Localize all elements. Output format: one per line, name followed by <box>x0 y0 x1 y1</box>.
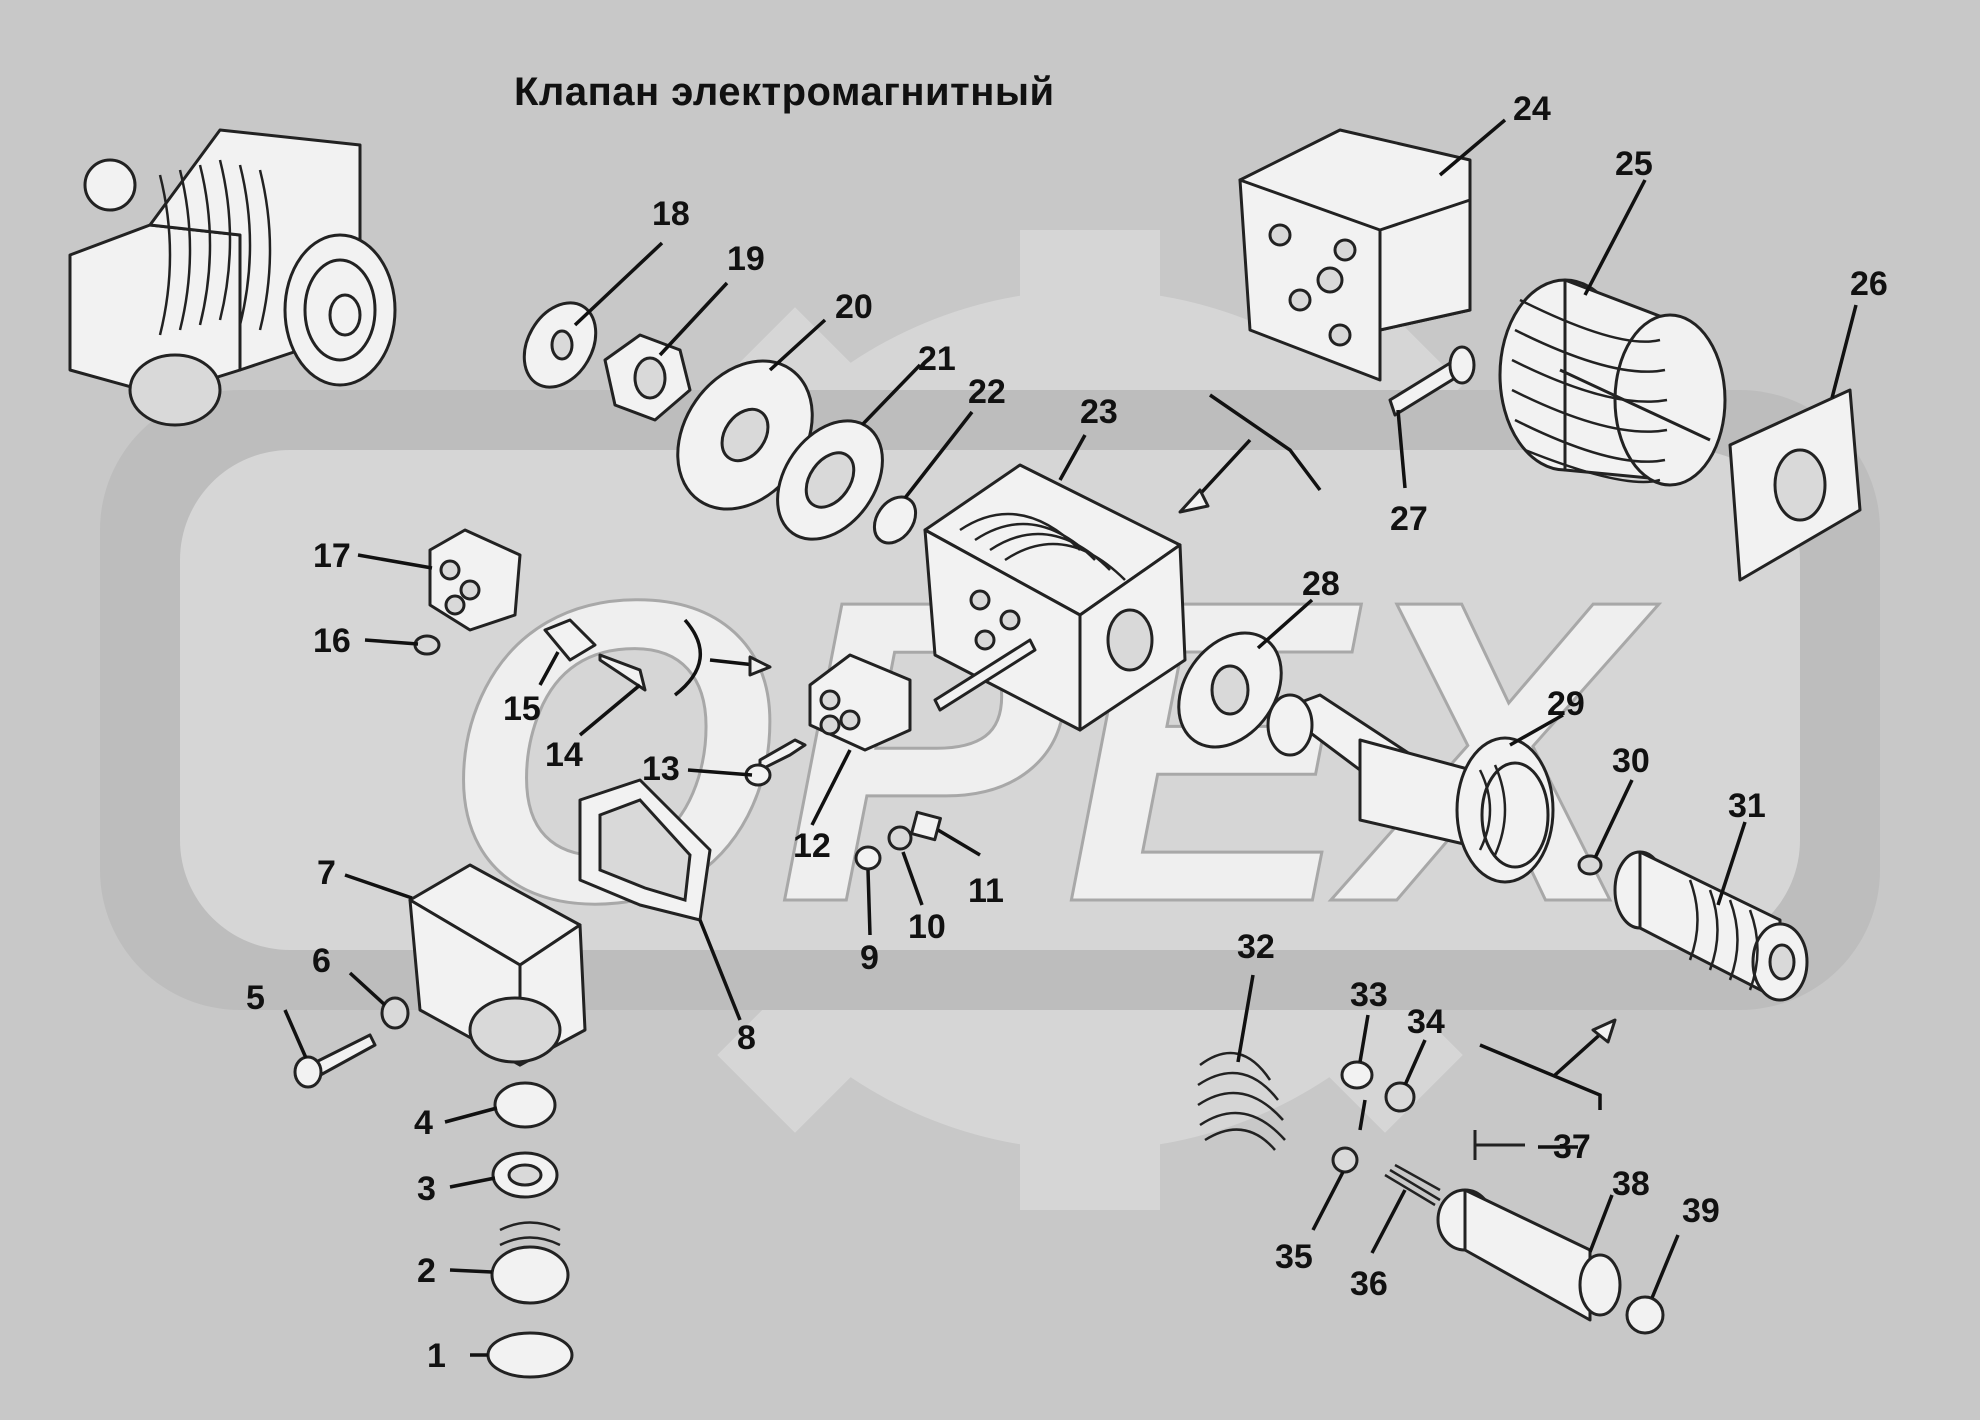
callout-39: 39 <box>1682 1192 1720 1230</box>
callout-24: 24 <box>1513 90 1551 128</box>
callout-37: 37 <box>1553 1128 1591 1166</box>
part-4-nut <box>493 1081 557 1129</box>
callout-13: 13 <box>642 750 680 788</box>
part-25-coil <box>1498 278 1727 487</box>
watermark-text: OPEX <box>443 512 1660 992</box>
callout-numbers: 1 2 3 4 5 6 7 8 9 10 11 12 13 14 15 16 1… <box>246 90 1888 1375</box>
callout-11: 11 <box>968 872 1004 910</box>
part-33-sleeve <box>1340 1060 1374 1090</box>
callout-25: 25 <box>1615 145 1653 183</box>
callout-26: 26 <box>1850 265 1888 303</box>
callout-18: 18 <box>652 195 690 233</box>
callout-1: 1 <box>427 1337 446 1375</box>
part-26-plate <box>1728 388 1862 582</box>
callout-leaders <box>283 118 1858 1357</box>
callout-22: 22 <box>968 373 1006 411</box>
callout-8: 8 <box>737 1019 756 1057</box>
callout-23: 23 <box>1080 393 1118 431</box>
assembled-valve <box>68 128 397 427</box>
part-24-bracket <box>1238 128 1472 382</box>
callout-34: 34 <box>1407 1003 1445 1041</box>
part-30-ball <box>1577 854 1603 876</box>
part-13-screw <box>744 738 807 787</box>
part-35-ball <box>1331 1146 1359 1174</box>
part-17-terminal-block <box>428 528 522 632</box>
part-9-screw <box>854 845 882 871</box>
callout-27: 27 <box>1390 500 1428 538</box>
part-38-sleeve <box>1436 1188 1622 1322</box>
callout-38: 38 <box>1612 1165 1650 1203</box>
part-32-spring <box>1197 1051 1286 1151</box>
part-1-seal <box>486 1331 574 1379</box>
part-37-pin <box>1473 1130 1525 1160</box>
callout-20: 20 <box>835 288 873 326</box>
callout-31: 31 <box>1728 787 1766 825</box>
callout-7: 7 <box>317 854 336 892</box>
callout-3: 3 <box>417 1170 436 1208</box>
part-39-cap <box>1625 1295 1665 1335</box>
part-31-sleeve <box>1613 850 1809 1002</box>
callout-33: 33 <box>1350 976 1388 1014</box>
callout-6: 6 <box>312 942 331 980</box>
part-10-washer <box>887 825 913 851</box>
part-2-fitting <box>490 1221 570 1305</box>
callout-30: 30 <box>1612 742 1650 780</box>
part-34-nut <box>1384 1081 1416 1113</box>
callout-32: 32 <box>1237 928 1275 966</box>
part-19-nut <box>603 333 692 422</box>
part-5-bolt <box>293 1033 377 1089</box>
callout-17: 17 <box>313 537 351 575</box>
callout-21: 21 <box>918 340 956 378</box>
callout-10: 10 <box>908 908 946 946</box>
part-22-ring <box>872 495 918 545</box>
callout-16: 16 <box>313 622 351 660</box>
callout-19: 19 <box>727 240 765 278</box>
part-36-spring <box>1384 1163 1441 1207</box>
part-7-housing <box>408 863 587 1067</box>
callout-5: 5 <box>246 979 265 1017</box>
callout-4: 4 <box>414 1104 433 1142</box>
part-14-pin <box>598 653 647 692</box>
callout-12: 12 <box>793 827 831 865</box>
callout-15: 15 <box>503 690 541 728</box>
direction-arrows <box>673 393 1617 1131</box>
part-11-nut <box>910 810 942 842</box>
part-6-washer <box>380 996 410 1030</box>
callout-2: 2 <box>417 1252 436 1290</box>
part-12-terminal-block <box>808 653 912 752</box>
callout-29: 29 <box>1547 685 1585 723</box>
part-20-washer <box>676 359 814 511</box>
callout-14: 14 <box>545 736 583 774</box>
callout-28: 28 <box>1302 565 1340 603</box>
part-21-washer <box>776 419 884 541</box>
part-27-pin <box>1388 345 1476 417</box>
part-8-gasket <box>578 778 712 922</box>
part-15-contact <box>543 618 597 662</box>
part-23-coil-body <box>923 463 1187 732</box>
callout-9: 9 <box>860 939 879 977</box>
callout-35: 35 <box>1275 1238 1313 1276</box>
part-16-screw <box>413 634 441 656</box>
part-3-washer <box>491 1151 559 1199</box>
callout-36: 36 <box>1350 1265 1388 1303</box>
diagram-title: Клапан электромагнитный <box>514 70 1055 114</box>
part-29-tube <box>1266 693 1555 884</box>
